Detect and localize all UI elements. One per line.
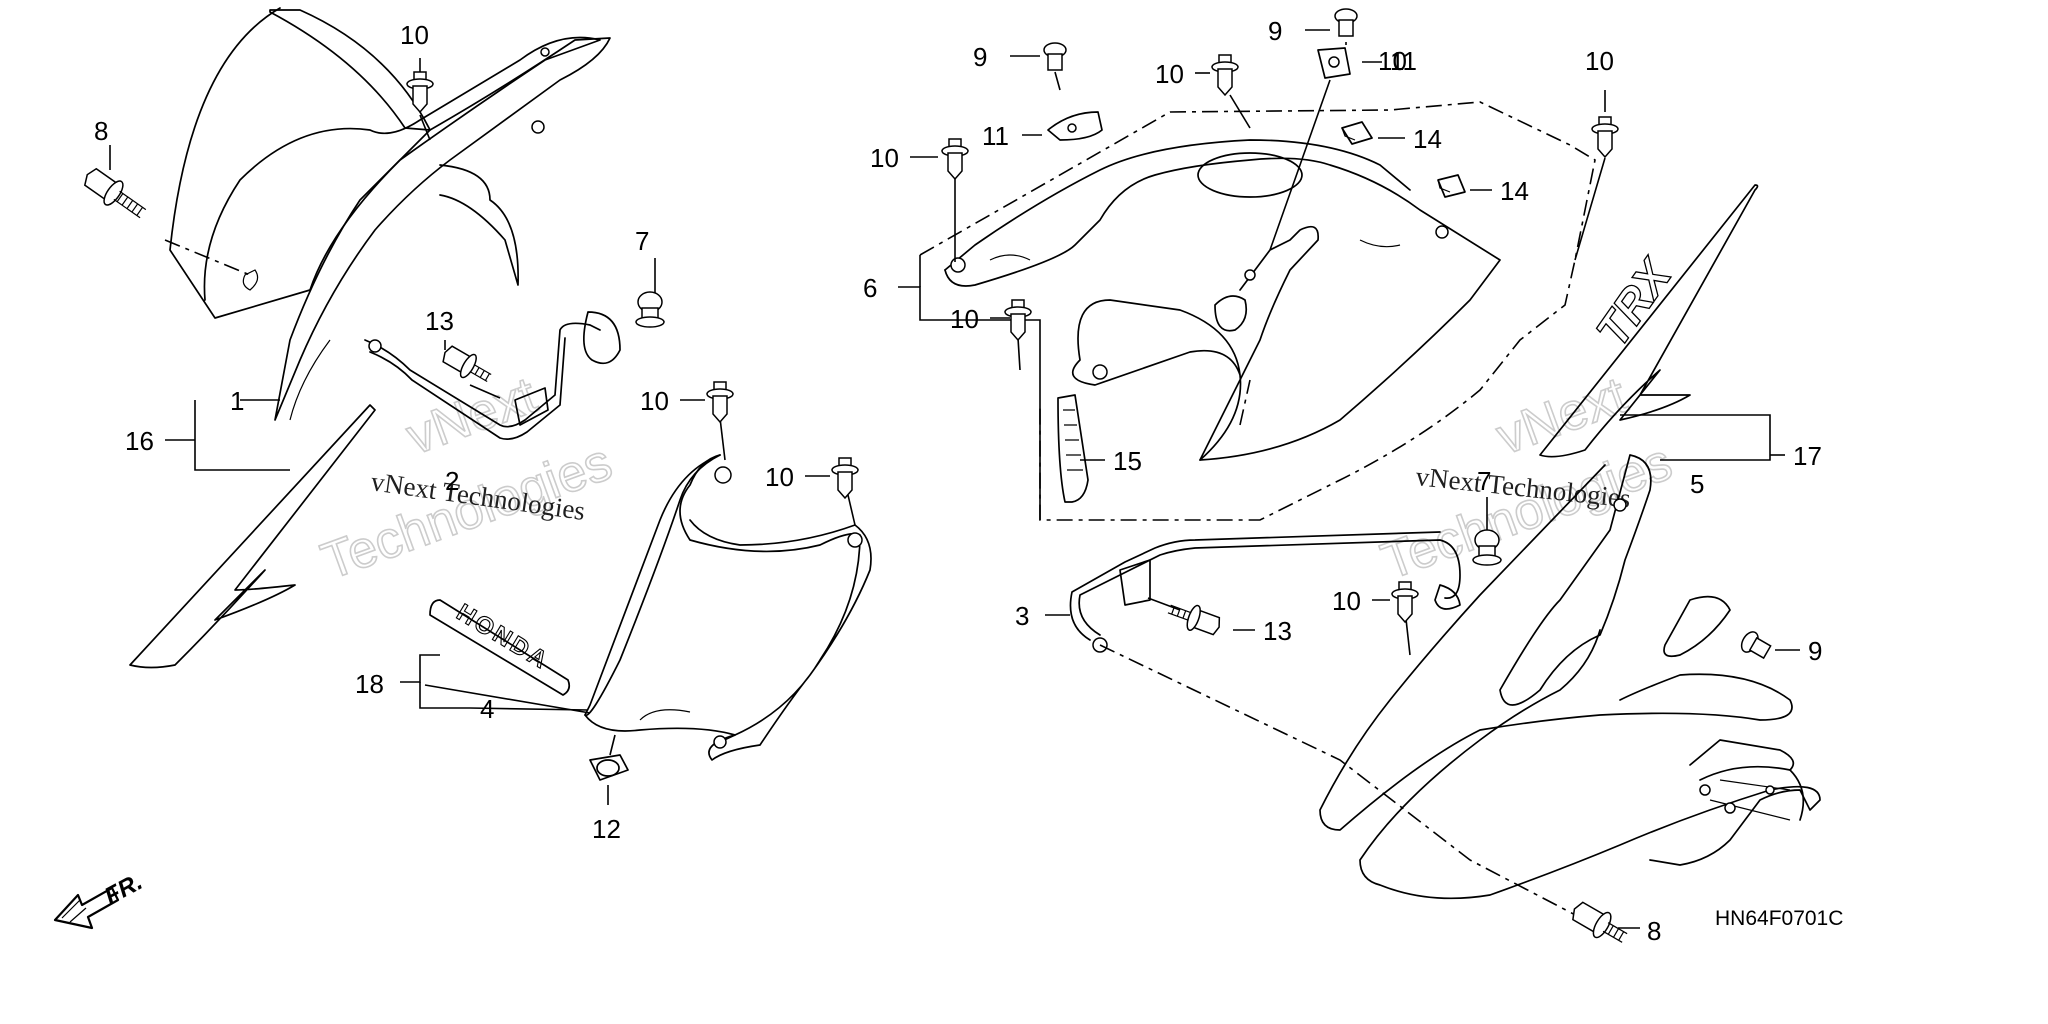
bolt-8a-icon xyxy=(83,167,147,219)
label-10f: 10 xyxy=(1155,59,1184,89)
strip-15-part xyxy=(1057,394,1089,503)
label-17: 17 xyxy=(1793,441,1822,471)
clip-11b-part xyxy=(1317,47,1351,79)
rivet-10c-icon xyxy=(831,457,859,500)
rivet-10e-icon xyxy=(1004,299,1032,342)
label-15: 15 xyxy=(1113,446,1142,476)
label-14b: 14 xyxy=(1500,176,1529,206)
watermark-left: vNext Technologies vNext Technologies xyxy=(313,365,620,592)
screw-9c-icon xyxy=(1740,631,1772,660)
label-2: 2 xyxy=(445,466,459,496)
label-12: 12 xyxy=(592,814,621,844)
rivet-10f-icon xyxy=(1211,54,1239,97)
label-18: 18 xyxy=(355,669,384,699)
bolt-13b-icon xyxy=(1167,604,1221,636)
label-9c: 9 xyxy=(1808,636,1822,666)
rivet-10b-icon xyxy=(706,381,734,424)
rivet-10h-icon xyxy=(1391,581,1419,624)
center-tank-cover-part xyxy=(944,139,1501,461)
label-16: 16 xyxy=(125,426,154,456)
label-8b: 8 xyxy=(1647,916,1661,946)
label-10a: 10 xyxy=(400,20,429,50)
label-1: 1 xyxy=(230,386,244,416)
rivet-10d-icon xyxy=(941,138,969,181)
leader-lines xyxy=(109,29,1800,929)
label-8a: 8 xyxy=(94,116,108,146)
bolt-8b-icon xyxy=(1572,901,1628,943)
clip-7a-icon xyxy=(635,291,665,328)
label-5: 5 xyxy=(1690,469,1704,499)
screw-9b-icon xyxy=(1334,8,1358,37)
left-stay-part xyxy=(364,311,621,440)
right-stay-part xyxy=(1069,531,1461,653)
front-arrow-icon: FR. xyxy=(53,868,147,930)
clip-11a-part xyxy=(1047,111,1103,141)
honda-emblem-part: HONDA xyxy=(429,598,571,696)
label-7b: 7 xyxy=(1477,466,1491,496)
right-decal-text: TRX xyxy=(1586,249,1683,356)
grommet-14a-part xyxy=(1341,121,1373,145)
label-9b: 9 xyxy=(1268,16,1282,46)
label-3: 3 xyxy=(1015,601,1029,631)
watermark-right: vNext Technologies vNext Technologies xyxy=(1373,365,1680,592)
bolt-13a-icon xyxy=(442,345,492,382)
label-10c: 10 xyxy=(765,462,794,492)
label-9a: 9 xyxy=(973,42,987,72)
left-decal-part xyxy=(129,404,376,669)
label-4: 4 xyxy=(480,694,494,724)
clip-7b-icon xyxy=(1472,529,1502,566)
rivet-10g-icon xyxy=(1591,116,1619,159)
left-headlight-cover-part xyxy=(584,454,872,761)
diagram-code: HN64F0701C xyxy=(1715,907,1843,930)
grommet-14b-part xyxy=(1437,174,1466,198)
label-11b: 11 xyxy=(1390,46,1417,76)
front-label: FR. xyxy=(100,868,147,910)
label-10d: 10 xyxy=(870,143,899,173)
screw-9a-icon xyxy=(1043,42,1067,71)
label-10g: 10 xyxy=(1585,46,1614,76)
label-13a: 13 xyxy=(425,306,454,336)
left-fender-part xyxy=(169,7,611,421)
label-11a: 11 xyxy=(982,121,1009,151)
assembly-lines xyxy=(164,101,1596,921)
label-14a: 14 xyxy=(1413,124,1442,154)
right-fender-part xyxy=(1319,454,1821,900)
label-10h: 10 xyxy=(1332,586,1361,616)
label-6: 6 xyxy=(863,273,877,303)
label-10e: 10 xyxy=(950,304,979,334)
part-labels: 1 2 3 4 5 6 7 7 8 8 9 9 9 10 10 10 10 10… xyxy=(94,16,1822,946)
label-10i: 10 xyxy=(1378,46,1407,76)
label-10b: 10 xyxy=(640,386,669,416)
label-7a: 7 xyxy=(635,226,649,256)
label-13b: 13 xyxy=(1263,616,1292,646)
watermark-left-big-1: vNext xyxy=(399,366,544,466)
rivet-10a-icon xyxy=(406,71,434,114)
nut-12-part xyxy=(589,754,629,781)
